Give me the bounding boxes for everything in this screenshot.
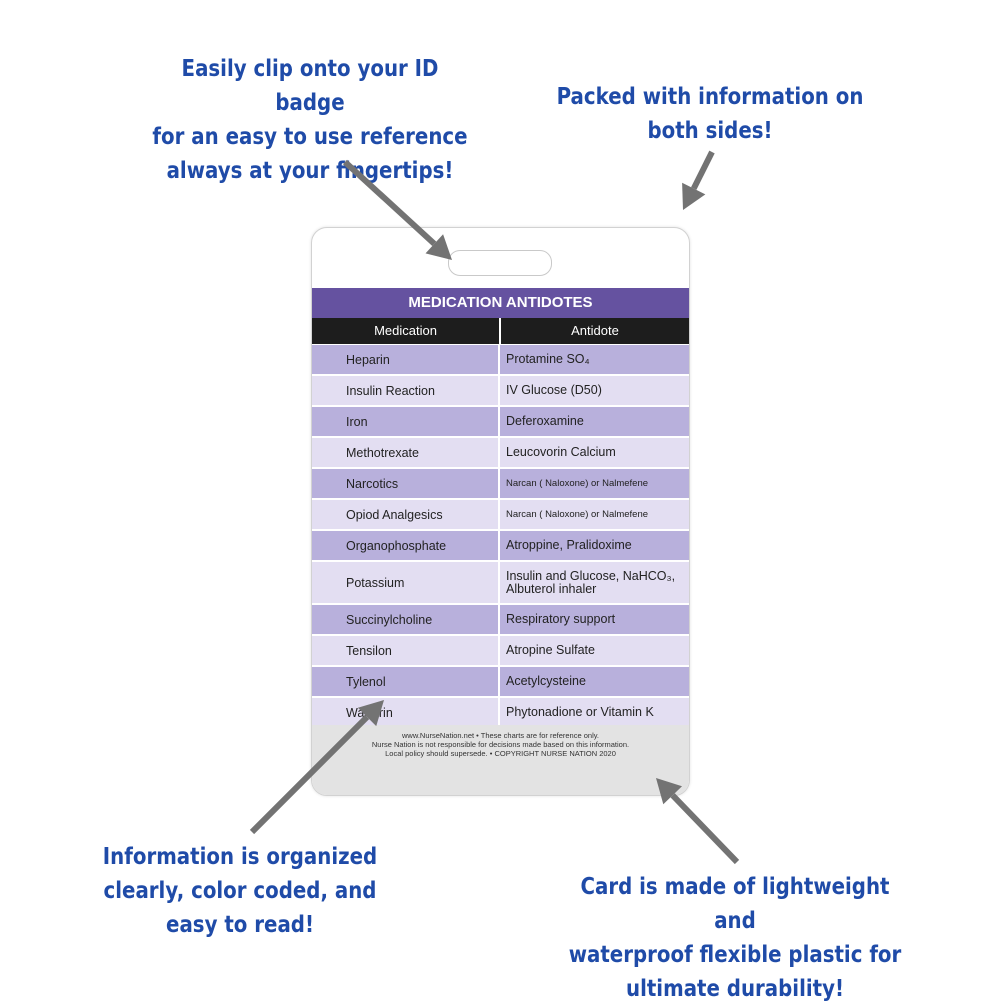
footer-line: Local policy should supersede. • COPYRIG… [385,749,616,758]
table-row: Tylenol Acetylcysteine [312,667,689,698]
table-row: Heparin Protamine SO₄ [312,345,689,376]
footer-line: Nurse Nation is not responsible for deci… [371,740,630,749]
badge-clip-slot [448,250,552,276]
antidote-cell: Leucovorin Calcium [506,445,616,459]
medication-cell: Opiod Analgesics [346,507,443,522]
table-row: Methotrexate Leucovorin Calcium [312,438,689,469]
antidote-cell: Atropine Sulfate [506,643,595,657]
medication-cell: Narcotics [346,476,399,491]
arrow-to-card-top [682,150,715,210]
table-row: Potassium Insulin and Glucose, NaHCO₃, Al… [312,562,689,605]
medication-cell: Potassium [346,575,405,590]
card-title: MEDICATION ANTIDOTES [312,288,689,318]
callout-durability: Card is made of lightweight and waterpro… [568,874,902,1002]
card-footer: www.NurseNation.net • These charts are f… [312,725,689,795]
table-row: Opiod Analgesics Narcan ( Naloxone) or Na… [312,500,689,531]
antidote-cell: Narcan ( Naloxone) or Nalmefene [506,478,649,489]
antidote-cell: IV Glucose (D50) [506,383,602,397]
arrow-to-card-bottom [656,778,740,865]
medication-cell: Organophosphate [346,538,447,553]
table-row: Insulin Reaction IV Glucose (D50) [312,376,689,407]
header-antidote: Antidote [571,323,619,338]
antidote-cell: Deferoxamine [506,414,584,428]
antidote-cell: Respiratory support [506,612,616,626]
arrow-to-rows [249,700,384,835]
table-row: Succinylcholine Respiratory support [312,605,689,636]
table-row: Iron Deferoxamine [312,407,689,438]
table-row: Organophosphate Atroppine, Pralidoxime [312,531,689,562]
header-medication: Medication [374,323,437,338]
antidote-cell: Atroppine, Pralidoxime [506,538,632,552]
medication-cell: Iron [346,414,368,429]
medication-cell: Tylenol [346,674,386,689]
medication-cell: Insulin Reaction [346,383,435,398]
antidote-cell: Insulin and Glucose, NaHCO₃, Albuterol i… [506,568,676,596]
arrow-to-slot [342,159,452,260]
antidote-cell: Protamine SO₄ [506,352,590,366]
medication-cell: Methotrexate [346,445,419,460]
antidote-cell: Phytonadione or Vitamin K [506,705,654,719]
medication-cell: Tensilon [346,643,392,658]
antidote-cell: Narcan ( Naloxone) or Nalmefene [506,509,649,520]
medication-cell: Succinylcholine [346,612,433,627]
callout-both-sides: Packed with information on both sides! [556,84,864,144]
callout-id-badge: Easily clip onto your ID badge for an ea… [152,56,468,184]
table-row: Tensilon Atropine Sulfate [312,636,689,667]
table-header: Medication Antidote [312,318,689,344]
table-row: Narcotics Narcan ( Naloxone) or Nalmefene [312,469,689,500]
antidote-cell: Acetylcysteine [506,674,586,688]
medication-cell: Heparin [346,352,390,367]
callout-organized: Information is organized clearly, color … [102,844,378,938]
footer-line: www.NurseNation.net • These charts are f… [401,731,600,740]
